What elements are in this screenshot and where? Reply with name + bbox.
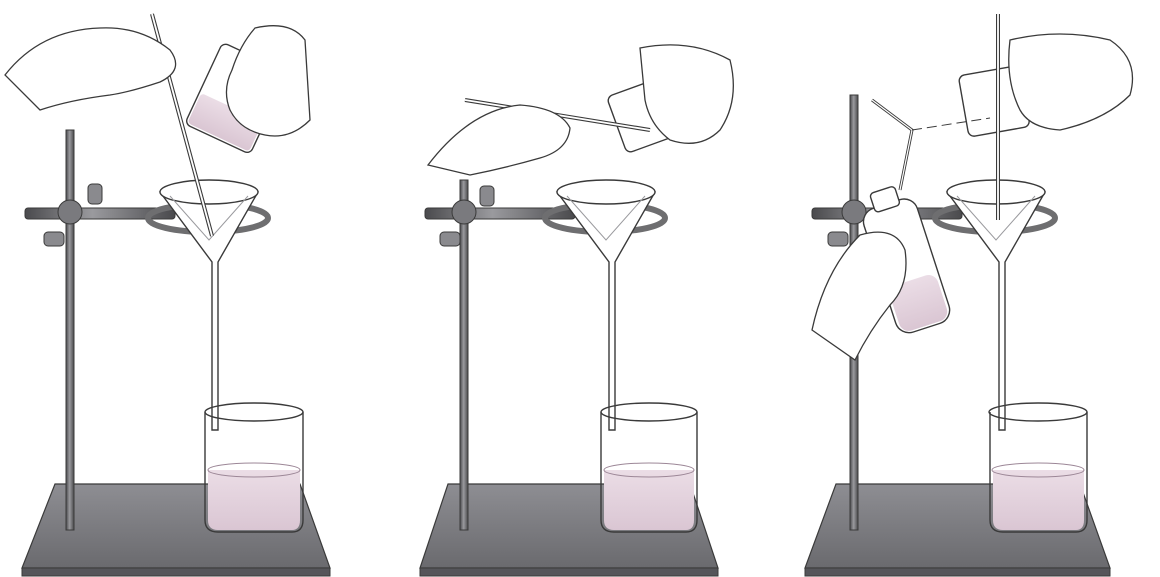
panel-1 (5, 14, 330, 576)
left-hand (428, 105, 570, 175)
stand-rod (66, 130, 74, 530)
left-hand (812, 232, 906, 360)
panel-3 (805, 14, 1133, 576)
beaker (205, 403, 303, 532)
left-hand (5, 28, 176, 110)
stand-rod (460, 180, 468, 530)
right-hand (226, 26, 310, 136)
panel-2 (420, 45, 733, 576)
right-hand (1009, 34, 1133, 130)
